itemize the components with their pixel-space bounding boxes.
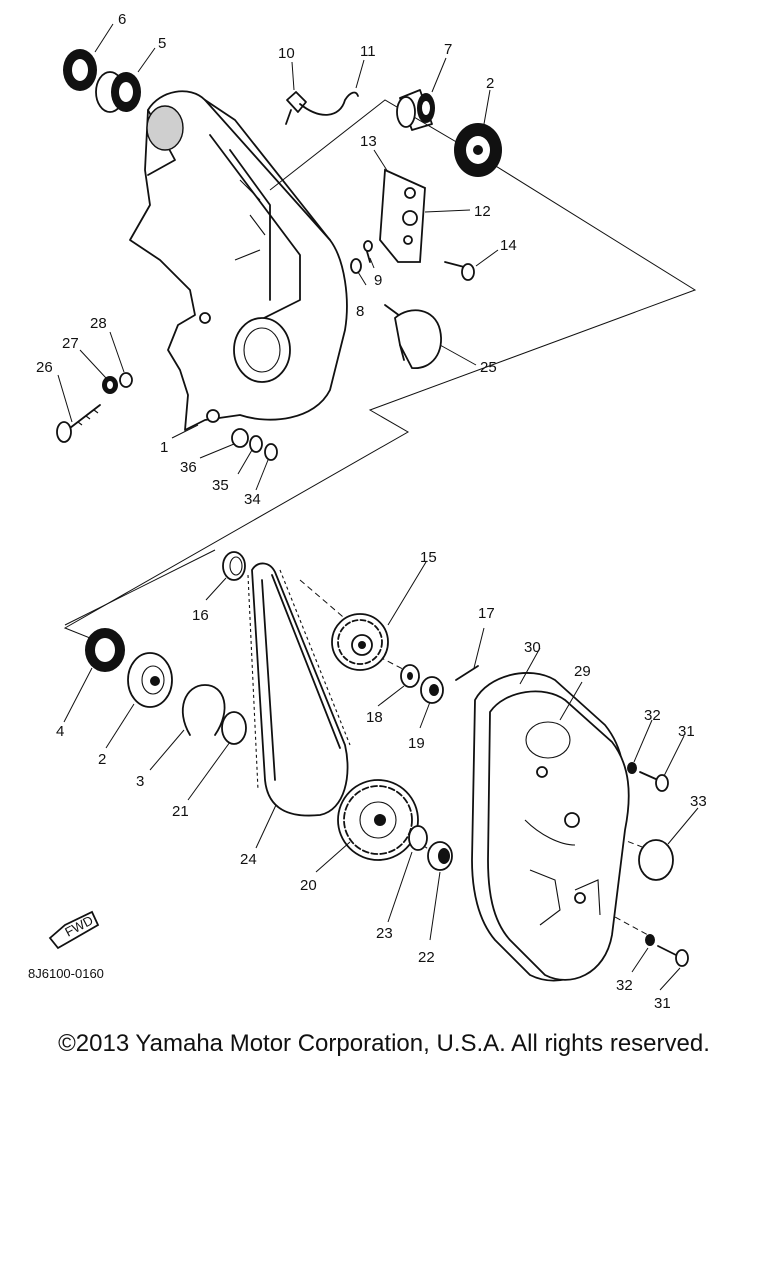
bolt-26 (56, 404, 101, 443)
callout-21: 21 (172, 803, 189, 820)
callout-31-upper: 31 (678, 723, 695, 740)
chain-cover-29 (487, 690, 630, 981)
fwd-arrow-icon: FWD (48, 910, 100, 950)
callout-18: 18 (366, 709, 383, 726)
washer-18 (400, 664, 420, 688)
washer-27 (102, 376, 118, 394)
bracket-12-13 (379, 168, 426, 263)
bolt-9 (363, 240, 373, 263)
washer-23 (408, 825, 428, 851)
washer-32-lower (645, 934, 655, 946)
nut-8 (350, 258, 362, 274)
callout-23: 23 (376, 925, 393, 942)
callout-34: 34 (244, 491, 261, 508)
screw-14 (444, 261, 475, 281)
bearing-6 (63, 49, 97, 91)
collar-21 (221, 711, 247, 745)
hose-11 (299, 91, 359, 116)
copyright-notice: ©2013 Yamaha Motor Corporation, U.S.A. A… (58, 1030, 710, 1057)
washer-35 (249, 435, 263, 453)
callout-14: 14 (500, 237, 517, 254)
callout-33: 33 (690, 793, 707, 810)
callout-30: 30 (524, 639, 541, 656)
callout-leaders (57, 23, 699, 991)
callout-8: 8 (356, 303, 364, 320)
washer-36 (231, 428, 249, 448)
callout-10: 10 (278, 45, 295, 62)
callout-26: 26 (36, 359, 53, 376)
ring-16 (222, 551, 246, 581)
sensor-10 (285, 91, 307, 125)
callout-13: 13 (360, 133, 377, 150)
washer-32-upper (627, 762, 637, 774)
chain-24 (247, 562, 351, 817)
bearing-5 (95, 71, 141, 114)
callout-32-upper: 32 (644, 707, 661, 724)
callout-12: 12 (474, 203, 491, 220)
callout-28: 28 (90, 315, 107, 332)
drawing-code: 8J6100-0160 (28, 966, 104, 981)
callout-9: 9 (374, 272, 382, 289)
bearing-2-top (454, 123, 502, 177)
collar-7 (396, 89, 435, 131)
callout-32-lower: 32 (616, 977, 633, 994)
callout-2-lower: 2 (98, 751, 106, 768)
callout-35: 35 (212, 477, 229, 494)
callout-numbers: 6 5 10 11 7 2 13 12 14 9 8 25 28 27 26 1… (36, 11, 707, 1012)
callout-31-lower: 31 (654, 995, 671, 1012)
callout-4: 4 (56, 723, 64, 740)
callout-27: 27 (62, 335, 79, 352)
callout-22: 22 (418, 949, 435, 966)
circlip-3 (181, 684, 226, 736)
washer-28 (119, 372, 133, 388)
callout-16: 16 (192, 607, 209, 624)
callout-7: 7 (444, 41, 452, 58)
callout-6: 6 (118, 11, 126, 28)
callout-2-top: 2 (486, 75, 494, 92)
exploded-parts-diagram: FWD (28, 11, 707, 1012)
nut-34 (264, 443, 278, 461)
pin-17 (455, 665, 479, 681)
tensioner-25 (384, 304, 442, 369)
bolt-31-upper (639, 771, 669, 792)
bolt-31-lower (657, 945, 689, 967)
callout-17: 17 (478, 605, 495, 622)
callout-25: 25 (480, 359, 497, 376)
callout-1: 1 (160, 439, 168, 456)
callout-15: 15 (420, 549, 437, 566)
callout-11: 11 (360, 43, 376, 60)
nut-19 (420, 676, 444, 704)
drive-case-1 (129, 90, 348, 431)
plug-33 (638, 839, 674, 881)
callout-3: 3 (136, 773, 144, 790)
callout-24: 24 (240, 851, 257, 868)
callout-20: 20 (300, 877, 317, 894)
callout-5: 5 (158, 35, 166, 52)
nut-22 (427, 841, 453, 871)
callout-36: 36 (180, 459, 197, 476)
bearing-4 (85, 628, 125, 672)
callout-29: 29 (574, 663, 591, 680)
sprocket-20 (337, 779, 419, 861)
sprocket-15 (331, 613, 389, 671)
callout-19: 19 (408, 735, 425, 752)
bearing-2-lower (127, 652, 173, 708)
